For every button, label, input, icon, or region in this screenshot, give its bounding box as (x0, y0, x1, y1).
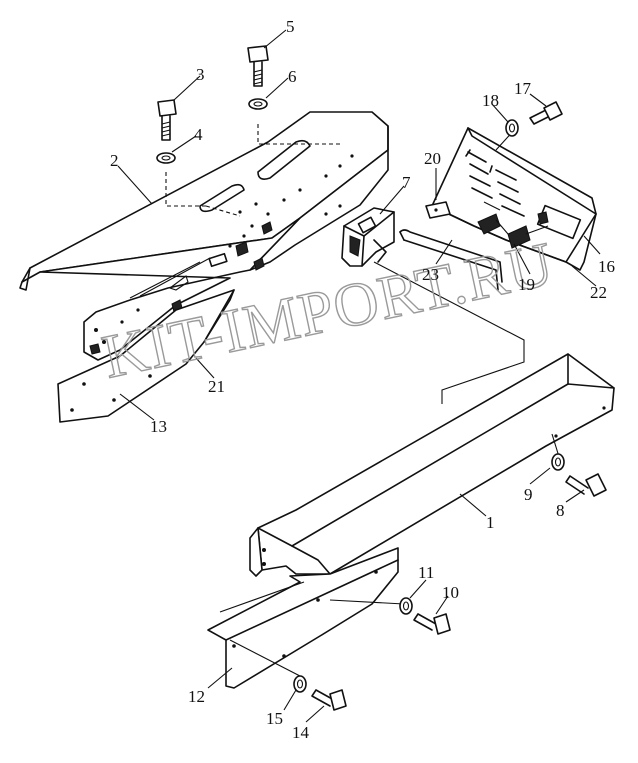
bolt-17 (529, 101, 563, 125)
part-16-slotted-tray (425, 127, 597, 271)
callout-13: 13 (150, 417, 167, 436)
callout-17: 17 (514, 79, 532, 98)
callout-3: 3 (196, 65, 205, 84)
callout-22: 22 (590, 283, 607, 302)
washer-6 (248, 98, 268, 110)
leader-lines (117, 29, 601, 723)
callout-2: 2 (110, 151, 119, 170)
callout-numbers: 2 3 4 5 6 7 20 17 18 16 22 19 23 21 13 1… (110, 17, 615, 742)
callout-23: 23 (422, 265, 439, 284)
washer-4 (156, 152, 176, 164)
part-7-bracket (341, 207, 395, 267)
callout-21: 21 (208, 377, 225, 396)
callout-15: 15 (266, 709, 283, 728)
callout-14: 14 (292, 723, 310, 742)
callout-10: 10 (442, 583, 459, 602)
callout-12: 12 (188, 687, 205, 706)
callout-5: 5 (286, 17, 295, 36)
callout-20: 20 (424, 149, 441, 168)
callout-6: 6 (288, 67, 297, 86)
callout-7: 7 (402, 173, 411, 192)
washer-11 (399, 597, 413, 615)
callout-4: 4 (194, 125, 203, 144)
bolt-10 (413, 613, 451, 635)
part-2-upper-cover (19, 111, 389, 361)
callout-9: 9 (524, 485, 533, 504)
assembly-guide-lines (165, 124, 561, 677)
bolt-5 (247, 45, 269, 87)
bolt-8 (565, 473, 607, 497)
part-13-side-plate (57, 289, 235, 423)
callout-11: 11 (418, 563, 434, 582)
part-1-main-cover (249, 353, 615, 577)
washer-9 (551, 453, 565, 471)
bolt-3 (157, 99, 177, 141)
callout-1: 1 (486, 513, 495, 532)
callout-16: 16 (598, 257, 615, 276)
callout-8: 8 (556, 501, 565, 520)
washer-18 (505, 119, 519, 137)
part-23-rod (399, 229, 503, 291)
callout-18: 18 (482, 91, 499, 110)
bolt-14 (311, 689, 347, 711)
washer-15 (293, 675, 307, 693)
callout-19: 19 (518, 275, 535, 294)
